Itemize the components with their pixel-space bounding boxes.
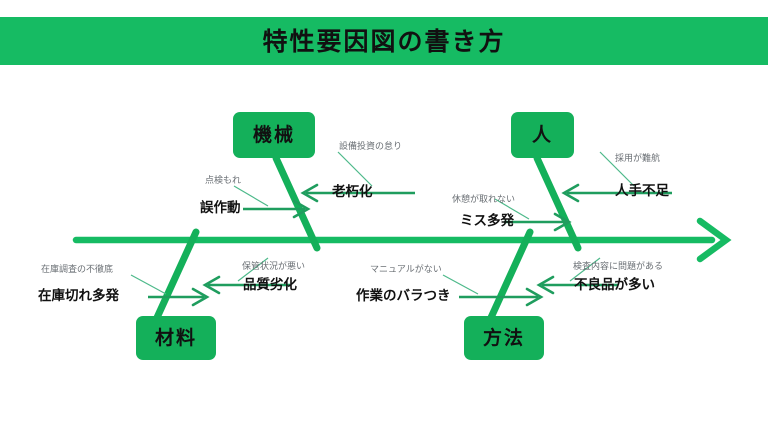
- cause-arrowhead-hitodebusoku-icon: [561, 183, 580, 203]
- main-cause-label-misu-tahatsu: ミス多発: [460, 213, 514, 229]
- main-cause-label-gosadou: 誤作動: [200, 200, 241, 216]
- sub-cause-label-zaiko-chousa: 在庫調査の不徹底: [41, 265, 114, 275]
- sub-cause-label-kensa-naiyou: 検査内容に問題がある: [573, 262, 664, 272]
- branch-line-material: [151, 228, 200, 326]
- category-label-people: 人: [531, 123, 553, 146]
- branch-line-method: [485, 228, 534, 326]
- sub-cause-label-tenken-more: 点検もれ: [205, 176, 242, 186]
- cause-tick-line-saiyou: [599, 151, 635, 187]
- title-banner: 特性要因図の書き方: [0, 17, 768, 65]
- category-box-machine[interactable]: 機械: [233, 112, 315, 158]
- sub-cause-label-manyuaru-nai: マニュアルがない: [370, 265, 442, 275]
- sub-cause-label-saiyou-nankou: 採用が難航: [615, 154, 661, 164]
- cause-arrowhead-furyouhin-icon: [536, 275, 555, 295]
- main-cause-label-furyouhin-ooi: 不良品が多い: [574, 277, 655, 293]
- cause-arrowhead-zaikogire-icon: [191, 287, 210, 307]
- category-box-material[interactable]: 材料: [136, 316, 216, 360]
- category-label-material: 材料: [154, 326, 197, 349]
- main-cause-label-roukyuka: 老朽化: [332, 184, 373, 200]
- main-cause-label-sagyou-baratsuki: 作業のバラつき: [356, 288, 451, 304]
- category-box-method[interactable]: 方法: [464, 316, 544, 360]
- main-cause-label-hitode-busoku: 人手不足: [615, 183, 669, 199]
- sub-cause-label-hokan-joukyou: 保管状況が悪い: [242, 262, 306, 272]
- cause-arrowhead-roukyuka-icon: [300, 183, 319, 203]
- cause-tick-line-kensa: [569, 257, 601, 282]
- sub-cause-label-kyuukei: 休憩が取れない: [452, 195, 516, 205]
- cause-tick-line-tenken: [233, 185, 269, 207]
- category-label-machine: 機械: [252, 123, 295, 146]
- cause-arrowhead-sagyoubaratsuki-icon: [525, 287, 544, 307]
- cause-tick-line-zaikochousa: [130, 274, 167, 295]
- cause-tick-line-hokan: [237, 257, 269, 282]
- cause-tick-line-setsubi: [337, 151, 373, 187]
- cause-arrowhead-misutahatsu-icon: [553, 212, 572, 232]
- cause-arrowhead-gosadou-icon: [292, 199, 311, 219]
- cause-tick-line-manyuaru: [442, 274, 479, 295]
- category-box-people[interactable]: 人: [511, 112, 574, 158]
- category-label-method: 方法: [482, 326, 525, 349]
- branch-line-people: [533, 154, 582, 252]
- cause-tick-line-kyuukei: [494, 198, 530, 220]
- cause-arrowhead-hinshitsurekka-icon: [202, 275, 221, 295]
- page-title: 特性要因図の書き方: [262, 26, 506, 56]
- main-cause-label-zaikogire-tahatsu: 在庫切れ多発: [38, 288, 119, 304]
- main-cause-label-hinshitsu-rekka: 品質劣化: [243, 277, 297, 293]
- spine-arrowhead-icon: [696, 217, 732, 263]
- sub-cause-label-setsubi-toushi: 設備投資の怠り: [339, 142, 403, 152]
